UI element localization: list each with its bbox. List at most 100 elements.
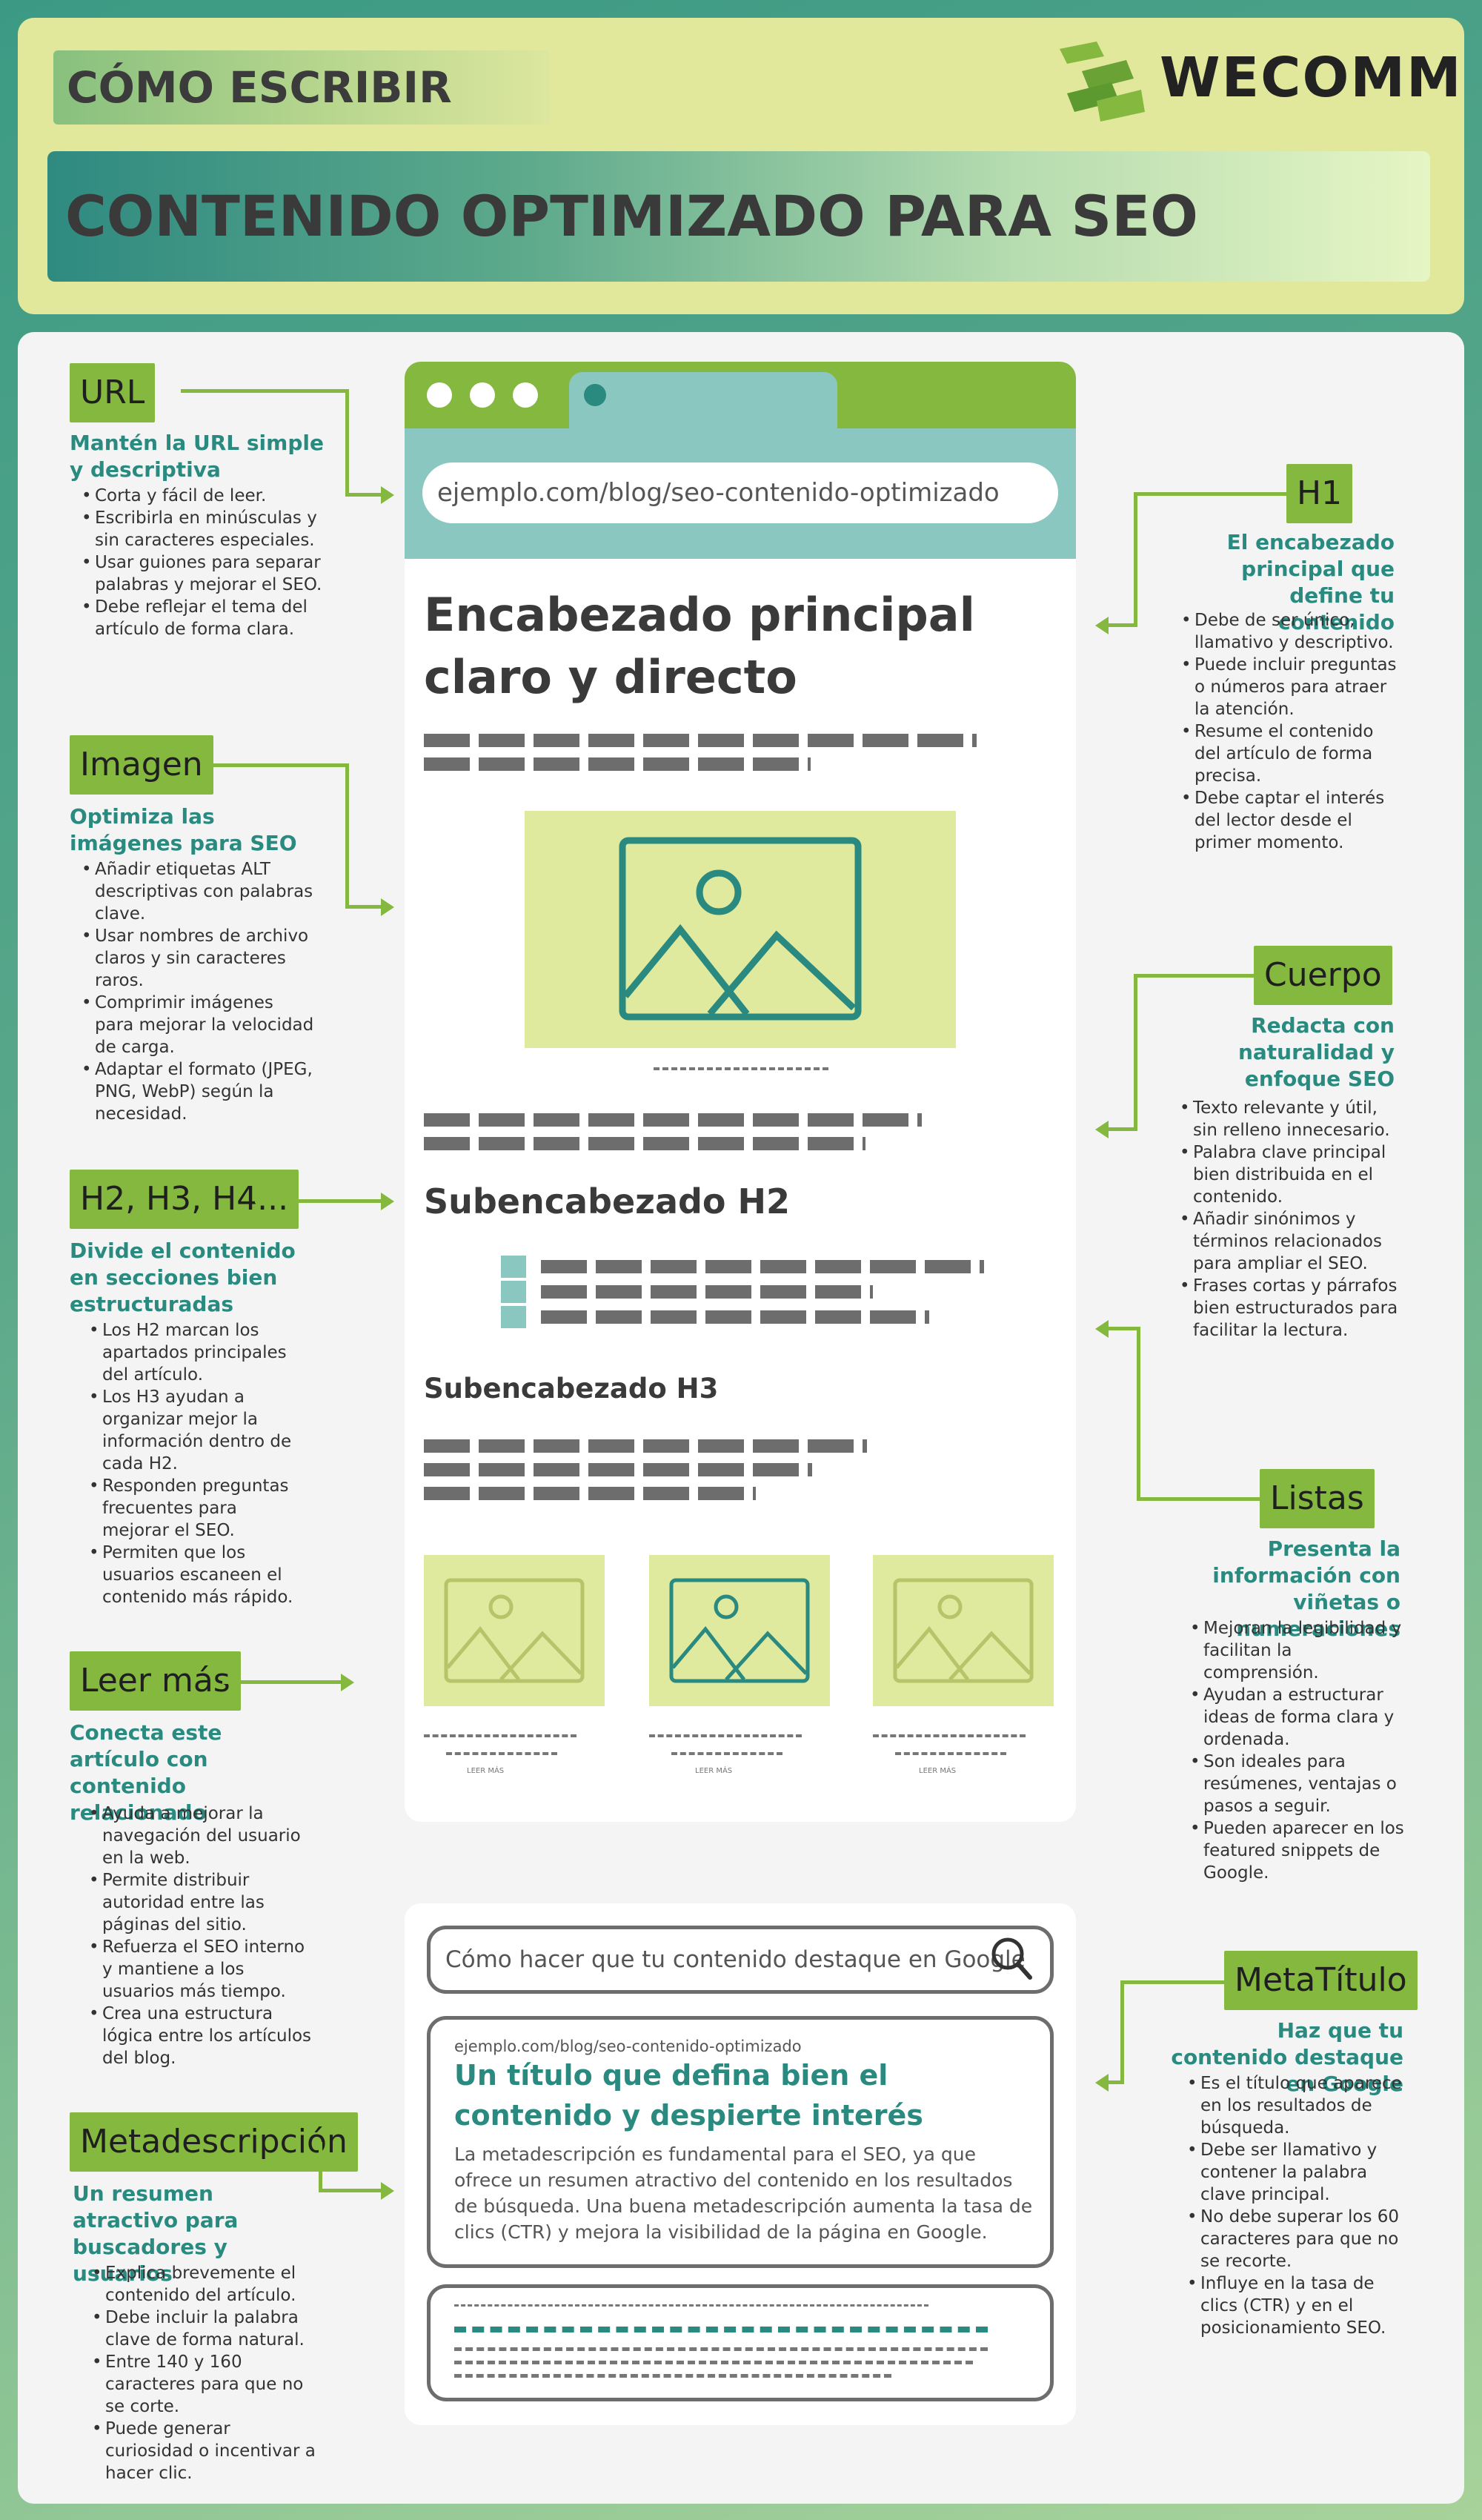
read-more-link[interactable]: LEER MÁS bbox=[919, 1767, 957, 1775]
search-result-placeholder bbox=[427, 2284, 1054, 2401]
h2-heading: Subencabezado H2 bbox=[424, 1181, 791, 1221]
result-title[interactable]: Un título que defina bien el contenido y… bbox=[454, 2059, 923, 2132]
list-item: Texto relevante y útil, sin relleno inne… bbox=[1177, 1097, 1399, 1141]
listas-list: Mejoran la legibilidad y facilitan la co… bbox=[1187, 1617, 1409, 1884]
headings-title: Divide el contenido en secciones bien es… bbox=[70, 1239, 296, 1316]
arrow-left-icon bbox=[1095, 1320, 1109, 1338]
connector-line bbox=[1107, 623, 1137, 627]
list-item: Entre 140 y 160 caracteres para que no s… bbox=[89, 2351, 319, 2418]
list-item: Explica brevemente el contenido del artí… bbox=[89, 2262, 319, 2307]
arrow-right-icon bbox=[341, 1674, 354, 1691]
connector-line bbox=[222, 1680, 342, 1684]
image-caption bbox=[654, 1067, 828, 1070]
result-description: La metadescripción es fundamental para e… bbox=[454, 2143, 1033, 2243]
arrow-left-icon bbox=[1095, 2074, 1109, 2092]
thumbnail-title-placeholder bbox=[649, 1734, 802, 1737]
list-item: Corta y fácil de leer. bbox=[79, 485, 323, 507]
h1-list: Debe de ser único, llamativo y descripti… bbox=[1178, 609, 1400, 854]
wecomm-logo-icon bbox=[1060, 42, 1145, 122]
window-dot-icon bbox=[427, 382, 452, 408]
list-item: Frases cortas y párrafos bien estructura… bbox=[1177, 1275, 1399, 1342]
search-icon[interactable] bbox=[990, 1936, 1033, 1982]
list-item: Usar nombres de archivo claros y sin car… bbox=[79, 925, 316, 992]
cuerpo-title: Redacta con naturalidad y enfoque SEO bbox=[1237, 1013, 1395, 1091]
connector-line bbox=[319, 2189, 382, 2192]
search-input[interactable]: Cómo hacer que tu contenido destaque en … bbox=[427, 1926, 1054, 1994]
result-url[interactable]: ejemplo.com/blog/seo-contenido-optimizad… bbox=[454, 2037, 802, 2055]
list-item: Comprimir imágenes para mejorar la veloc… bbox=[79, 992, 316, 1058]
tag-imagen: Imagen bbox=[70, 735, 213, 795]
connector-line bbox=[1137, 1497, 1263, 1501]
thumbnail-title-placeholder bbox=[424, 1734, 576, 1737]
list-item: Escribirla en minúsculas y sin caractere… bbox=[79, 507, 323, 551]
text-placeholder bbox=[424, 1487, 756, 1500]
imagen-title: Optimiza las imágenes para SEO bbox=[70, 804, 297, 855]
list-item: Ayudan a estructurar ideas de forma clar… bbox=[1187, 1684, 1409, 1751]
metadescripcion-list: Explica brevemente el contenido del artí… bbox=[89, 2262, 319, 2484]
kicker-title: CÓMO ESCRIBIR bbox=[53, 50, 550, 125]
headline: CONTENIDO OPTIMIZADO PARA SEO bbox=[47, 151, 1430, 282]
search-result-card: ejemplo.com/blog/seo-contenido-optimizad… bbox=[427, 2016, 1054, 2268]
result-desc-placeholder bbox=[454, 2347, 988, 2351]
arrow-right-icon bbox=[381, 1193, 394, 1210]
bullet-icon bbox=[501, 1281, 526, 1303]
list-item: Mejoran la legibilidad y facilitan la co… bbox=[1187, 1617, 1409, 1684]
connector-line bbox=[1134, 974, 1137, 1131]
list-item: Adaptar el formato (JPEG, PNG, WebP) seg… bbox=[79, 1058, 316, 1125]
text-placeholder bbox=[424, 734, 977, 747]
related-article-thumbnail[interactable] bbox=[424, 1555, 605, 1706]
list-item: Permiten que los usuarios escaneen el co… bbox=[86, 1542, 308, 1608]
list-item: Puede generar curiosidad o incentivar a … bbox=[89, 2418, 319, 2484]
window-dot-icon bbox=[513, 382, 538, 408]
list-item: Refuerza el SEO interno y mantiene a los… bbox=[86, 1936, 316, 2003]
list-item: Debe captar el interés del lector desde … bbox=[1178, 787, 1400, 854]
result-desc-placeholder bbox=[454, 2374, 891, 2378]
list-item: Los H3 ayudan a organizar mejor la infor… bbox=[86, 1386, 308, 1475]
image-placeholder-icon bbox=[893, 1578, 1034, 1683]
url-list: Corta y fácil de leer. Escribirla en min… bbox=[79, 485, 323, 640]
thumbnail-title-placeholder bbox=[446, 1752, 557, 1755]
list-item: Debe de ser único, llamativo y descripti… bbox=[1178, 609, 1400, 654]
connector-line bbox=[1134, 492, 1137, 627]
list-item: Añadir sinónimos y términos relacionados… bbox=[1177, 1208, 1399, 1275]
related-article-thumbnail[interactable] bbox=[873, 1555, 1054, 1706]
image-placeholder-icon bbox=[444, 1578, 585, 1683]
cuerpo-list: Texto relevante y útil, sin relleno inne… bbox=[1177, 1097, 1399, 1342]
brand-name: WECOMM bbox=[1160, 46, 1463, 110]
list-item: Usar guiones para separar palabras y mej… bbox=[79, 551, 323, 596]
list-item: Puede incluir preguntas o números para a… bbox=[1178, 654, 1400, 720]
image-placeholder-icon bbox=[669, 1578, 810, 1683]
text-placeholder bbox=[424, 1439, 867, 1453]
connector-line bbox=[1107, 1127, 1137, 1131]
read-more-link[interactable]: LEER MÁS bbox=[467, 1767, 505, 1775]
connector-line bbox=[319, 2142, 322, 2192]
list-item: Los H2 marcan los apartados principales … bbox=[86, 1319, 308, 1386]
h3-heading: Subencabezado H3 bbox=[424, 1373, 719, 1405]
connector-line bbox=[200, 763, 348, 767]
tag-url: URL bbox=[70, 363, 156, 422]
list-item: Crea una estructura lógica entre los art… bbox=[86, 2003, 316, 2069]
list-item: Debe reflejar el tema del artículo de fo… bbox=[79, 596, 323, 640]
connector-line bbox=[345, 389, 349, 497]
list-item: Debe incluir la palabra clave de forma n… bbox=[89, 2307, 319, 2351]
related-article-thumbnail[interactable] bbox=[649, 1555, 830, 1706]
connector-line bbox=[181, 389, 348, 393]
connector-line bbox=[345, 763, 349, 909]
leer-mas-list: Ayuda a mejorar la navegación del usuari… bbox=[86, 1803, 316, 2069]
thumbnail-title-placeholder bbox=[895, 1752, 1006, 1755]
tag-cuerpo: Cuerpo bbox=[1254, 946, 1392, 1005]
connector-line bbox=[345, 905, 382, 909]
list-item: Ayuda a mejorar la navegación del usuari… bbox=[86, 1803, 316, 1869]
bullet-icon bbox=[501, 1256, 526, 1278]
connector-line bbox=[1137, 1327, 1140, 1501]
list-item: No debe superar los 60 caracteres para q… bbox=[1184, 2206, 1406, 2272]
list-item: Pueden aparecer en los featured snippets… bbox=[1187, 1817, 1409, 1884]
list-item: Responden preguntas frecuentes para mejo… bbox=[86, 1475, 308, 1542]
tag-h1: H1 bbox=[1286, 464, 1353, 523]
result-desc-placeholder bbox=[454, 2361, 973, 2364]
read-more-link[interactable]: LEER MÁS bbox=[695, 1767, 733, 1775]
tab-favicon-icon bbox=[584, 384, 606, 406]
text-placeholder bbox=[424, 1463, 812, 1476]
metatitulo-list: Es el título que aparece en los resultad… bbox=[1184, 2072, 1406, 2339]
window-dot-icon bbox=[470, 382, 495, 408]
